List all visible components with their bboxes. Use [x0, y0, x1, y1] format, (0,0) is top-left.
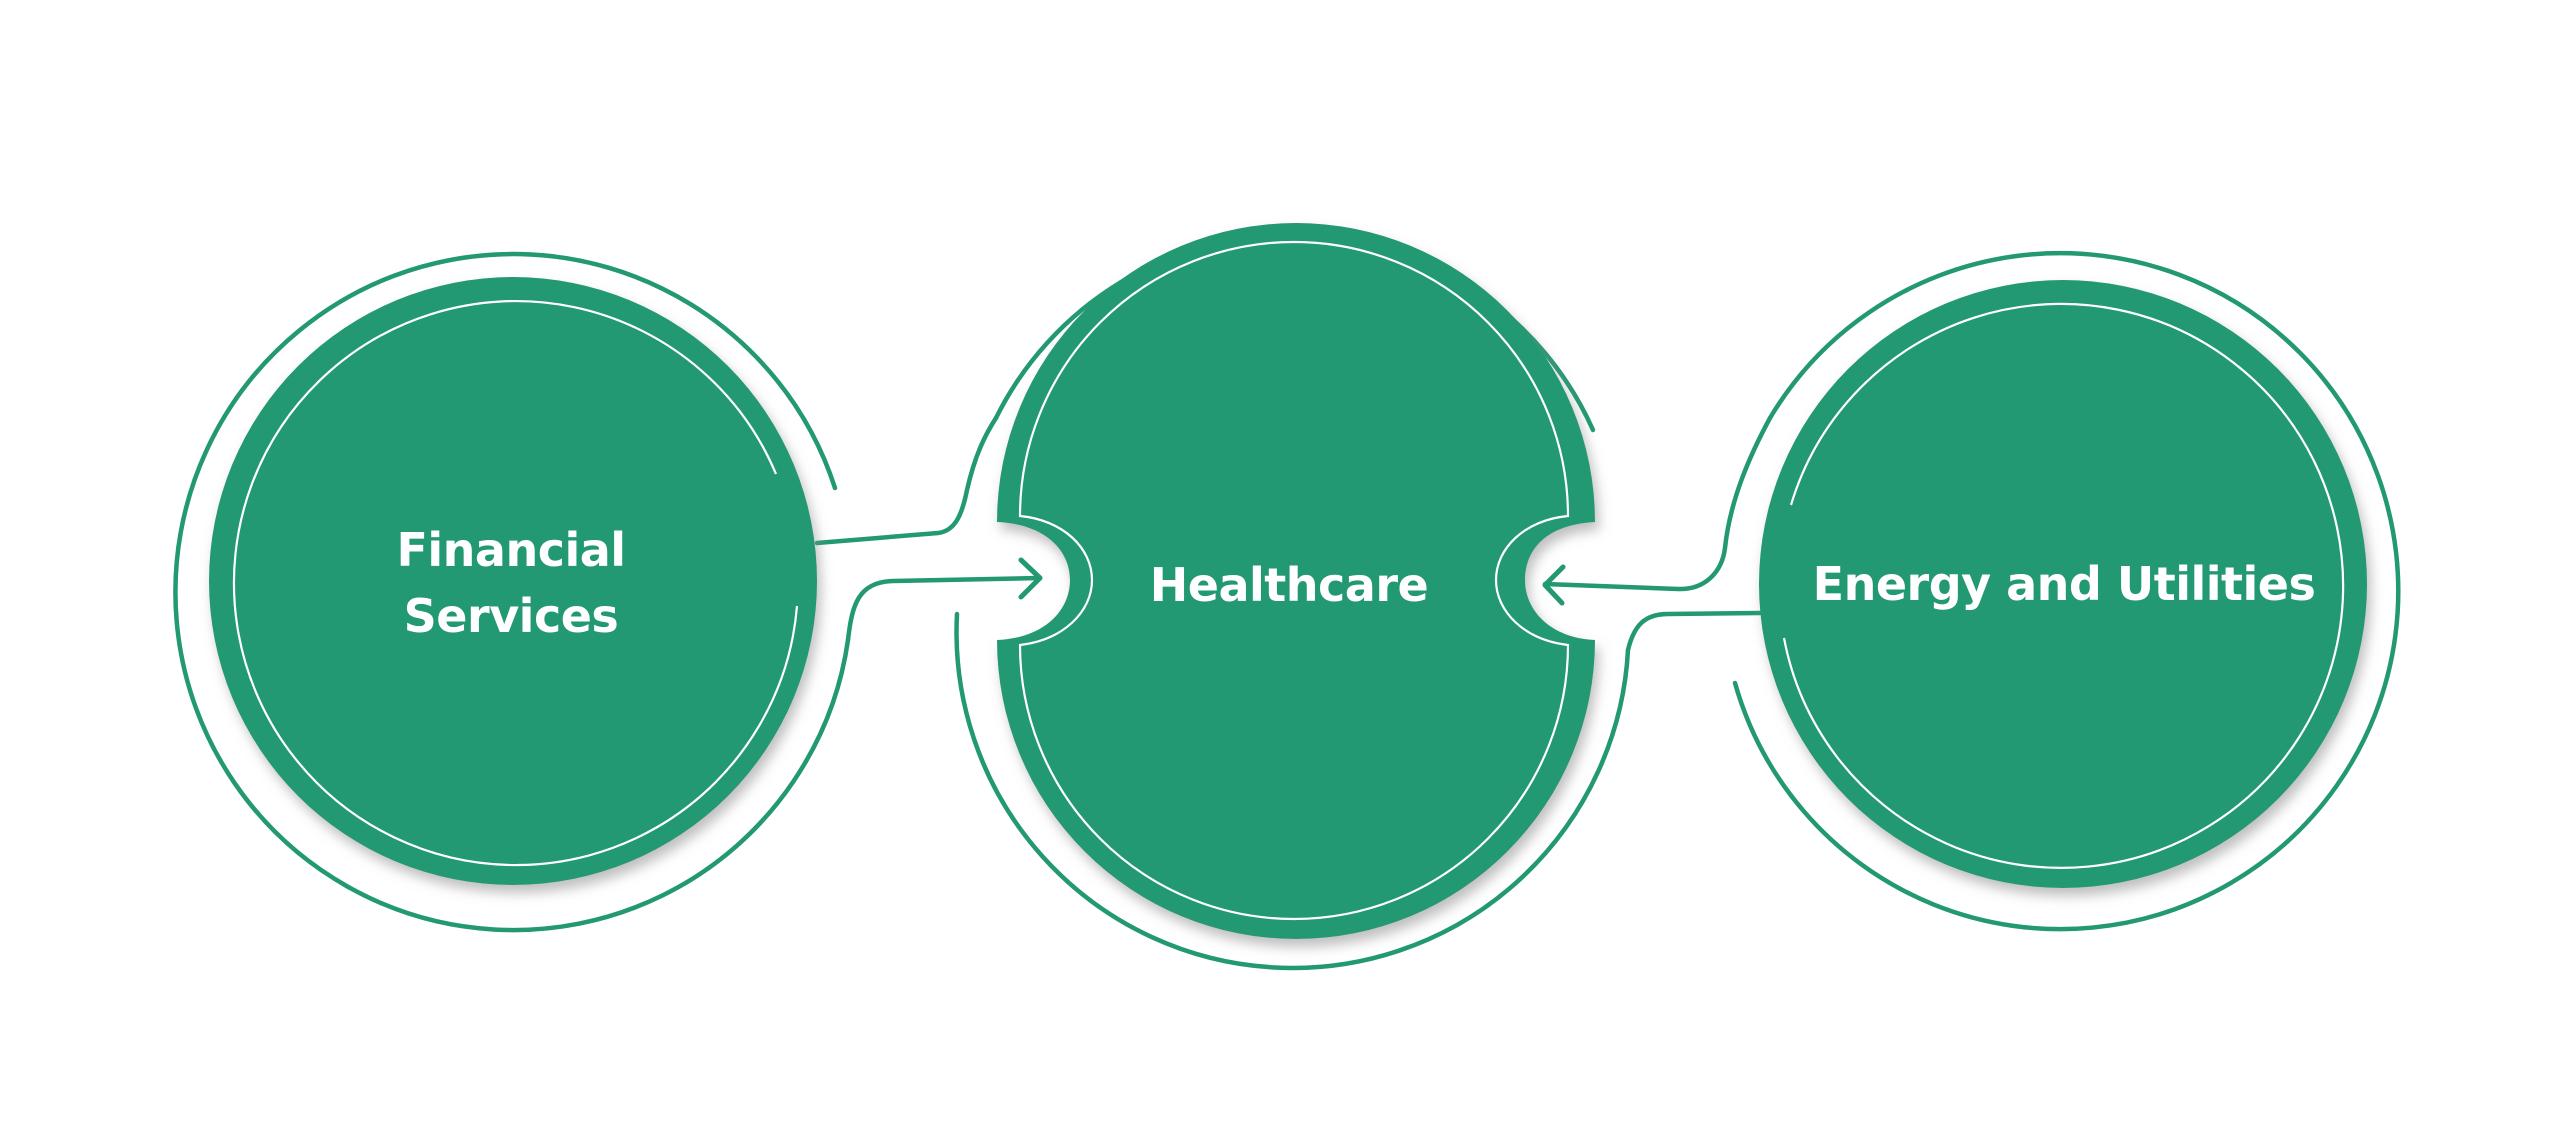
healthcare-outer-ring-bottom — [954, 611, 1631, 971]
label-line: Healthcare — [1149, 558, 1429, 612]
energy-upper-connector — [1542, 415, 1773, 592]
energy-outer-ring — [1732, 250, 2401, 932]
financial-outer-ring — [173, 251, 851, 933]
label-line: Services — [403, 589, 619, 643]
node-energy-utilities[interactable] — [1759, 280, 2367, 888]
node-financial-services[interactable] — [209, 277, 817, 885]
healthcare-inner-ring — [1018, 240, 1570, 921]
financial-inner-ring — [232, 299, 799, 867]
node-healthcare[interactable] — [997, 223, 1595, 939]
financial-upper-connector — [814, 415, 999, 546]
label-line: Financial — [396, 523, 626, 577]
label-energy-utilities: Energy and Utilities — [1813, 551, 2316, 617]
label-line: Energy and Utilities — [1812, 557, 2316, 611]
connector-track — [173, 232, 2401, 971]
arrow-right-icon — [1018, 557, 1043, 600]
financial-lower-connector — [845, 575, 1043, 643]
energy-inner-ring — [1782, 302, 2345, 869]
energy-lower-connector — [1625, 610, 1763, 653]
arrow-left-icon — [1542, 564, 1566, 606]
label-financial-services: Financial Services — [396, 517, 626, 649]
label-healthcare: Healthcare — [1149, 552, 1429, 618]
